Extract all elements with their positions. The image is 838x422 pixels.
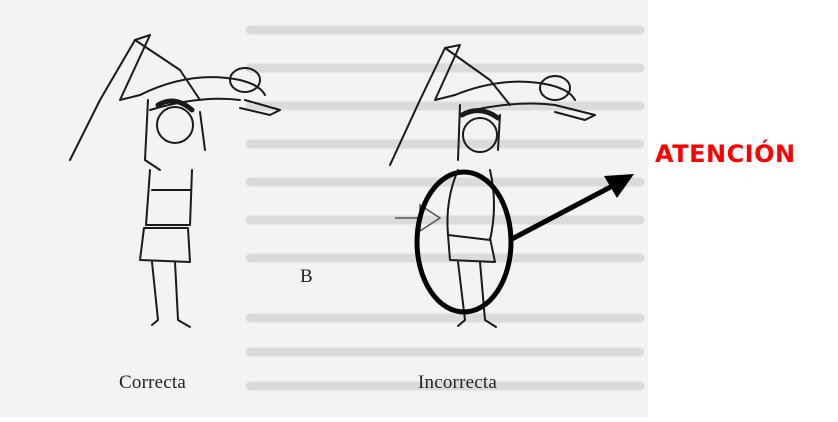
caption-correct: Correcta xyxy=(119,372,186,394)
attention-label: ATENCIÓN xyxy=(655,140,796,168)
scanned-page: B Correcta Incorrecta xyxy=(0,0,648,417)
figure-label-b: B xyxy=(300,266,313,288)
caption-incorrect: Incorrecta xyxy=(418,372,497,394)
figure-incorrect xyxy=(350,0,670,417)
acrobatic-lift-correct-drawing xyxy=(40,0,360,417)
indicator-arrow xyxy=(395,205,440,231)
acrobatic-lift-incorrect-drawing xyxy=(350,0,670,417)
figure-correct xyxy=(40,0,360,417)
